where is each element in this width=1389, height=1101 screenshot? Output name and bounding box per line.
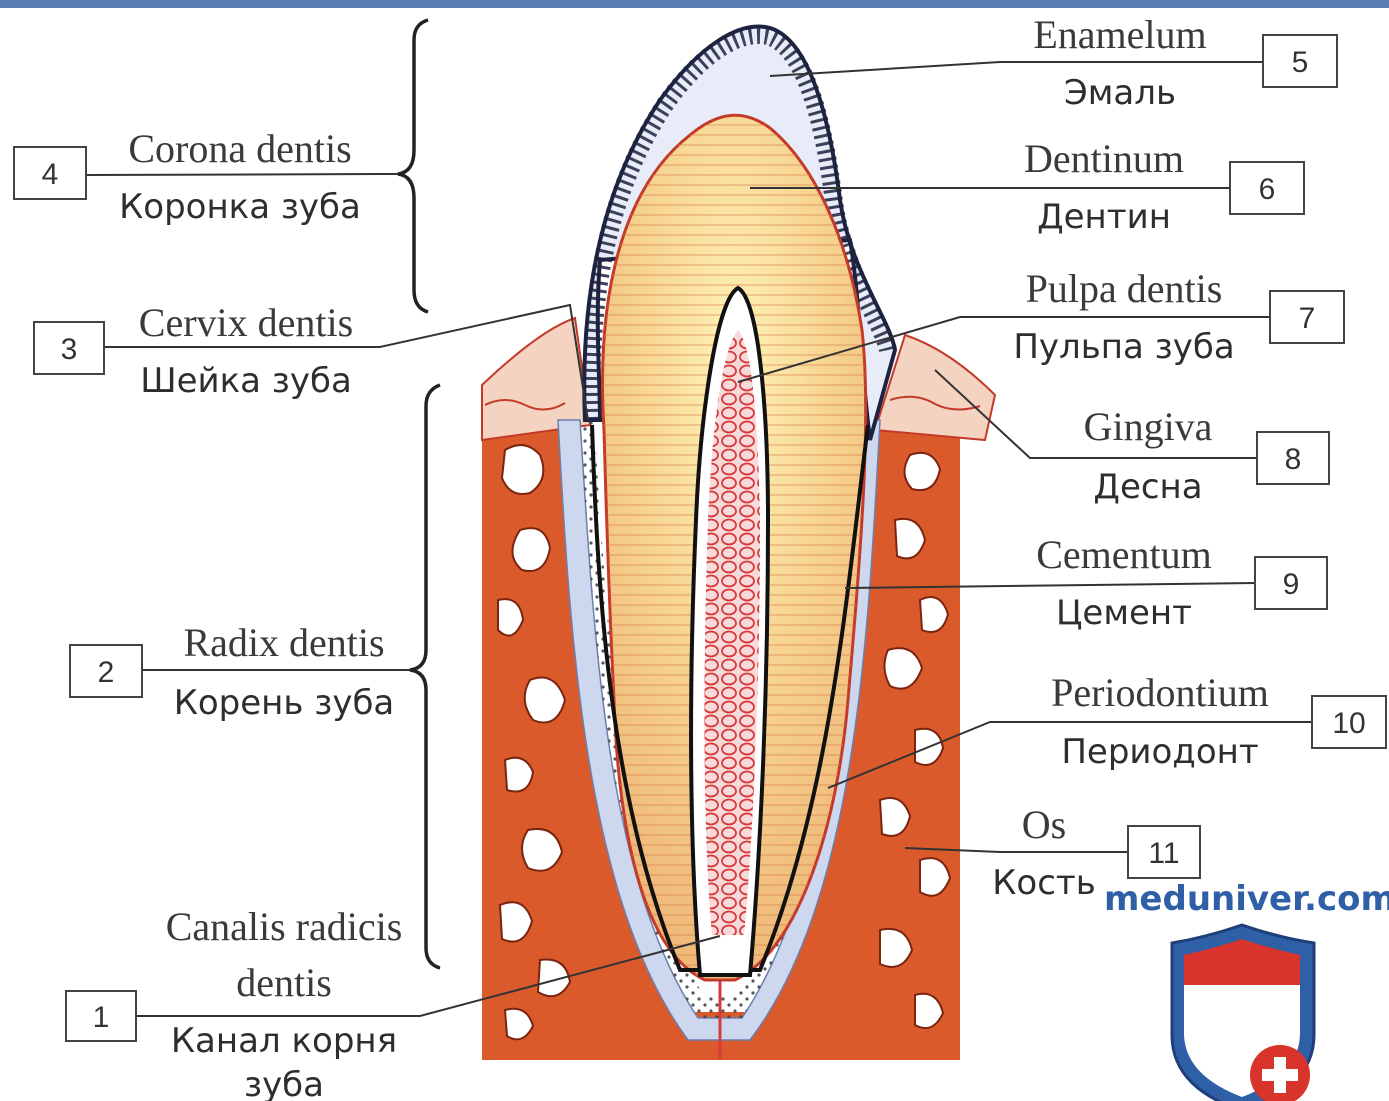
label-number: 5 [1292,46,1309,79]
latin-term: Os [1022,802,1066,847]
latin-term-line2: dentis [236,960,332,1005]
latin-term: Radix dentis [183,620,384,665]
shield-cross-icon [1172,925,1314,1101]
latin-term: Dentinum [1024,136,1184,181]
label-number: 11 [1148,837,1179,870]
russian-term: Дентин [1037,197,1171,237]
russian-term-line2: зуба [244,1065,324,1101]
russian-term: Коронка зуба [119,187,361,227]
label-dentinum: 6 Dentinum Дентин [1024,136,1304,237]
label-number: 2 [98,656,115,689]
latin-term: Cervix dentis [139,300,353,345]
russian-term: Шейка зуба [140,361,352,401]
crown-brace [398,20,428,312]
russian-term: Корень зуба [174,683,395,723]
label-gingiva: 8 Gingiva Десна [1084,404,1329,507]
latin-term: Corona dentis [128,126,351,171]
label-number: 8 [1285,443,1302,476]
label-canalis-radicis: 1 Canalis radicis dentis Канал корня зуб… [66,904,402,1101]
label-radix-dentis: 2 Radix dentis Корень зуба [70,620,394,723]
label-number: 1 [93,1001,110,1034]
watermark-text: meduniver.com [1104,879,1389,919]
russian-term: Десна [1093,467,1202,507]
label-number: 4 [42,158,59,191]
latin-term: Periodontium [1051,670,1269,715]
root-brace [410,385,440,968]
label-cervix-dentis: 3 Cervix dentis Шейка зуба [34,300,353,401]
latin-term: Enamelum [1033,12,1206,57]
russian-term: Канал корня [171,1021,397,1061]
russian-term: Периодонт [1061,732,1258,772]
label-number: 7 [1299,302,1316,335]
label-number: 6 [1259,173,1276,206]
latin-term: Canalis radicis [166,904,403,949]
latin-term: Cementum [1036,532,1212,577]
label-corona-dentis: 4 Corona dentis Коронка зуба [14,126,361,227]
label-number: 9 [1283,568,1300,601]
russian-term: Пульпа зуба [1013,327,1234,367]
label-number: 10 [1332,707,1365,740]
label-cementum: 9 Cementum Цемент [1036,532,1327,633]
label-number: 3 [61,333,78,366]
russian-term: Кость [992,863,1095,903]
russian-term: Эмаль [1064,73,1176,113]
russian-term: Цемент [1056,593,1192,633]
latin-term: Gingiva [1084,404,1213,449]
latin-term: Pulpa dentis [1026,266,1223,311]
